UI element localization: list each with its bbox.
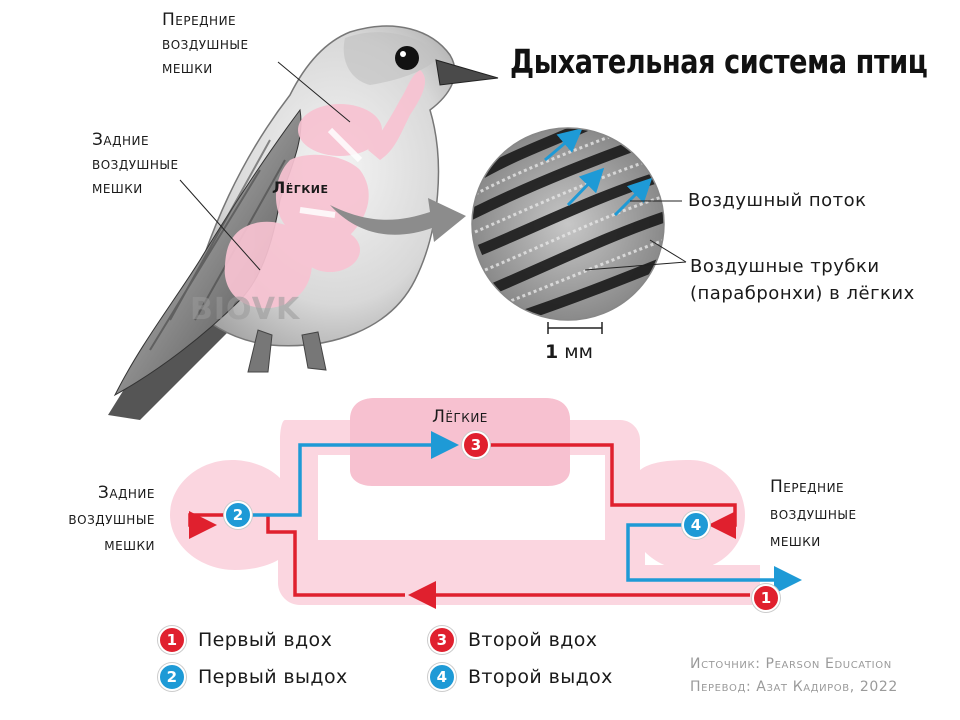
step-badge-3: 3: [462, 431, 490, 459]
legend-item-first-exhale: 2 Первый выдох: [158, 664, 348, 690]
label-parabronchi: Воздушные трубки (парабронхи) в лёгких: [690, 253, 915, 307]
legend-item-second-inhale: 3 Второй вдох: [428, 627, 597, 653]
label-line: Задние: [92, 128, 179, 152]
legend-badge: 2: [158, 663, 186, 691]
legend-text: Первый вдох: [198, 629, 332, 651]
label-rear-air-sacs: Задние воздушные мешки: [92, 128, 179, 200]
label-rear-air-sacs-diagram: Задние воздушные мешки: [40, 480, 155, 558]
legend-badge: 4: [428, 663, 456, 691]
step-badge-4: 4: [682, 511, 710, 539]
label-line: Задние: [40, 480, 155, 506]
credit-translation: Перевод: Азат Кадиров, 2022: [690, 679, 898, 695]
airflow-schematic: [170, 398, 795, 605]
step-badge-1: 1: [752, 584, 780, 612]
step-badge-2: 2: [224, 501, 252, 529]
page-title: Дыхательная система птиц: [510, 42, 863, 81]
label-line: воздушные: [162, 32, 249, 56]
legend-item-second-exhale: 4 Второй выдох: [428, 664, 613, 690]
legend-badge: 1: [158, 626, 186, 654]
legend-text: Второй вдох: [468, 629, 597, 651]
legend-item-first-inhale: 1 Первый вдох: [158, 627, 332, 653]
scale-unit: мм: [564, 341, 593, 363]
legend-badge: 3: [428, 626, 456, 654]
scale-label: 1 мм: [545, 341, 593, 363]
credit-source: Источник: Pearson Education: [690, 656, 892, 672]
label-lungs-diagram: Лёгкие: [415, 405, 505, 429]
label-line: воздушные: [40, 506, 155, 532]
watermark: BIOVK: [190, 298, 300, 322]
label-line: Воздушные трубки: [690, 253, 915, 280]
label-front-air-sacs: Передние воздушные мешки: [162, 8, 249, 80]
label-line: воздушные: [770, 501, 857, 528]
label-lungs: Лёгкие: [272, 176, 329, 200]
label-line: мешки: [92, 176, 179, 200]
scale-bar: [548, 322, 602, 334]
label-line: мешки: [162, 56, 249, 80]
label-line: воздушные: [92, 152, 179, 176]
front-air-sac-shape: [298, 104, 382, 156]
scale-value: 1: [545, 341, 558, 363]
label-line: мешки: [40, 532, 155, 558]
legend-text: Первый выдох: [198, 666, 348, 688]
label-front-air-sacs-diagram: Передние воздушные мешки: [770, 474, 857, 555]
bird-eye: [395, 46, 419, 70]
label-line: мешки: [770, 528, 857, 555]
label-line: (парабронхи) в лёгких: [690, 280, 915, 307]
legend-text: Второй выдох: [468, 666, 613, 688]
label-airflow: Воздушный поток: [688, 189, 867, 213]
label-line: Передние: [770, 474, 857, 501]
bird-beak: [436, 60, 498, 85]
label-line: Передние: [162, 8, 249, 32]
parabronchi-micrograph: [470, 110, 670, 320]
